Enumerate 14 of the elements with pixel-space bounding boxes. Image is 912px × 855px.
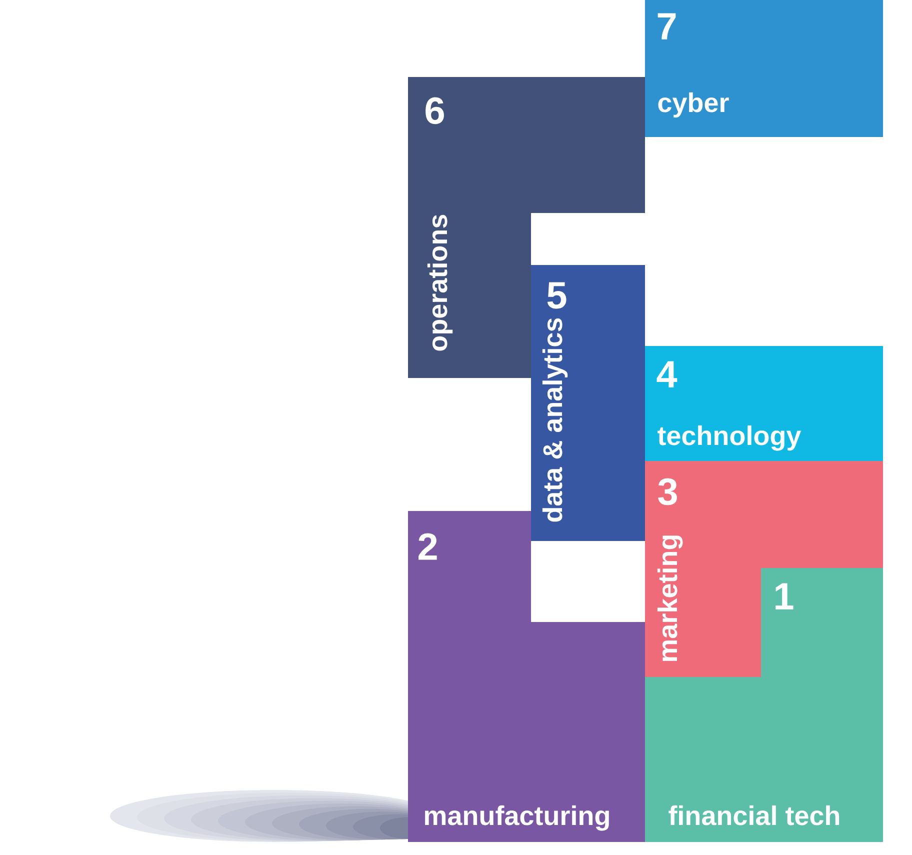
category-label: technology <box>658 425 802 451</box>
step-number: 5 <box>547 282 566 309</box>
step-number: 6 <box>426 97 444 124</box>
step-number: 7 <box>658 13 676 40</box>
category-label: manufacturing <box>425 805 609 831</box>
category-label: marketing <box>657 536 683 661</box>
category-label: cyber <box>658 92 729 118</box>
step-number: 3 <box>658 478 677 506</box>
step-number: 4 <box>656 361 678 388</box>
category-label: operations <box>427 214 453 351</box>
category-label: financial tech <box>668 805 840 826</box>
step-number: 2 <box>418 533 437 560</box>
category-label: data & analytics <box>542 318 568 522</box>
step-number: 1 <box>776 583 794 610</box>
